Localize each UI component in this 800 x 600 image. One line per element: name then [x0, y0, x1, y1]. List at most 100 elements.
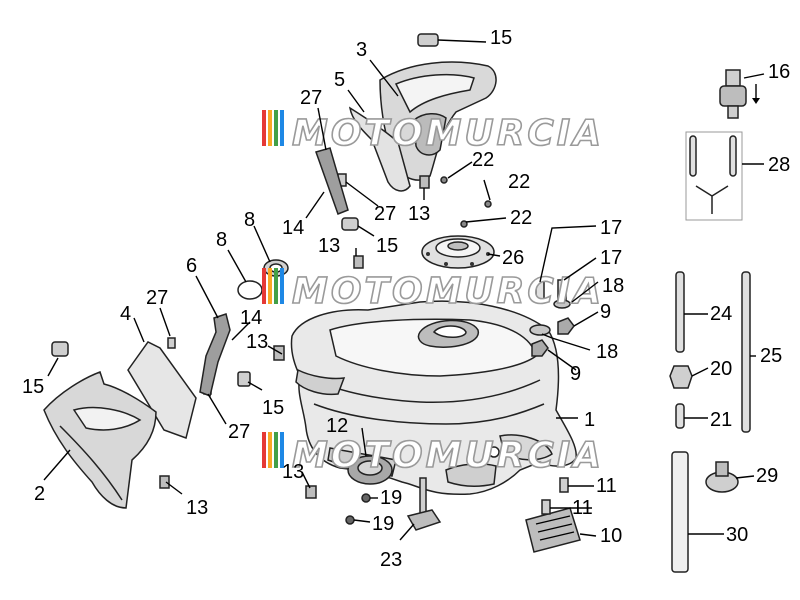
- callout-21: 21: [710, 409, 732, 431]
- wm-stripe: [262, 432, 266, 468]
- callout-17: 17: [600, 247, 622, 269]
- callout-15: 15: [22, 376, 44, 398]
- callout-16: 16: [768, 61, 790, 83]
- callout-3: 3: [356, 39, 367, 61]
- callout-14: 14: [240, 307, 262, 329]
- washer-18-b: [529, 324, 551, 336]
- callout-9: 9: [570, 363, 581, 385]
- callout-19: 19: [380, 487, 402, 509]
- part-1-fuel-tank: [290, 300, 577, 495]
- part-26-fuel-cap: [421, 235, 495, 269]
- callout-27: 27: [228, 421, 250, 443]
- wm-stripe: [262, 110, 266, 146]
- callout-15: 15: [262, 397, 284, 419]
- wm-stripe: [274, 268, 278, 304]
- screw-22-b: [484, 200, 492, 208]
- part-24-hose: [675, 271, 685, 353]
- bolt-15-mid: [341, 217, 359, 231]
- clip-13-d: [159, 475, 170, 489]
- spacer-11-b: [541, 499, 551, 515]
- callout-23: 23: [380, 549, 402, 571]
- wm-stripe: [280, 432, 284, 468]
- screw-22-c: [460, 220, 468, 228]
- washer-18-a: [553, 299, 571, 309]
- clip-13-b: [353, 255, 364, 269]
- callout-25: 25: [760, 345, 782, 367]
- bolt-15-top: [417, 33, 439, 47]
- callout-13: 13: [246, 331, 268, 353]
- part-30-hose: [671, 451, 689, 573]
- part-12-pump: [347, 455, 393, 485]
- part-6-bracket: [199, 313, 231, 398]
- clip-13-a: [419, 175, 430, 189]
- callout-11: 11: [572, 497, 593, 519]
- callout-30: 30: [726, 524, 748, 546]
- part-2-side-cover: [43, 371, 157, 509]
- callout-14: 14: [282, 217, 304, 239]
- callout-6: 6: [186, 255, 197, 277]
- part-3-upper-cover: [379, 61, 497, 181]
- watermark-text: MOTOMURCIA: [292, 435, 604, 476]
- callout-13: 13: [408, 203, 430, 225]
- screw-19-a: [361, 493, 371, 503]
- bolt-15-lower: [237, 371, 251, 387]
- watermark-bottom: MOTOMURCIA: [262, 432, 604, 477]
- watermark-middle: MOTOMURCIA: [262, 268, 602, 313]
- wm-stripe: [268, 110, 272, 146]
- part-25-hose: [741, 271, 751, 433]
- callout-10: 10: [600, 525, 622, 547]
- nut-9-a: [557, 317, 575, 335]
- callout-labels: 15 16 3 5 27 28 22 22 22 27 13 14 8 8 13…: [22, 27, 790, 571]
- callout-8: 8: [244, 209, 255, 231]
- callout-13: 13: [282, 461, 304, 483]
- wm-stripe: [268, 268, 272, 304]
- part-29-cap: [705, 461, 739, 493]
- callout-5: 5: [334, 69, 345, 91]
- callout-15: 15: [490, 27, 512, 49]
- callout-2: 2: [34, 483, 45, 505]
- callout-19: 19: [372, 513, 394, 535]
- callout-27: 27: [146, 287, 168, 309]
- callout-8: 8: [216, 229, 227, 251]
- callout-13: 13: [318, 235, 340, 257]
- callout-12: 12: [326, 415, 348, 437]
- spacer-11-a: [559, 477, 569, 493]
- screw-22-a: [440, 176, 448, 184]
- callout-22: 22: [510, 207, 532, 229]
- callout-27: 27: [300, 87, 322, 109]
- callout-22: 22: [472, 149, 494, 171]
- part-21-hose: [675, 403, 685, 429]
- nut-9-b: [531, 339, 549, 357]
- part-4-inner-panel: [127, 341, 197, 439]
- part-8-ring-a: [237, 280, 263, 300]
- callout-26: 26: [502, 247, 524, 269]
- watermark-text: MOTOMURCIA: [292, 113, 604, 154]
- callout-9: 9: [600, 301, 611, 323]
- callout-13: 13: [186, 497, 208, 519]
- callout-4: 4: [120, 303, 131, 325]
- callout-18: 18: [602, 275, 624, 297]
- callout-11: 11: [596, 475, 617, 497]
- bolt-15-left: [51, 341, 69, 357]
- callout-20: 20: [710, 358, 732, 380]
- part-20-fitting: [669, 365, 693, 389]
- callout-17: 17: [600, 217, 622, 239]
- wm-stripe: [274, 110, 278, 146]
- callout-29: 29: [756, 465, 778, 487]
- callout-24: 24: [710, 303, 732, 325]
- wm-stripe: [280, 268, 284, 304]
- callout-22: 22: [508, 171, 530, 193]
- callout-18: 18: [596, 341, 618, 363]
- clip-13-e: [305, 485, 317, 499]
- part-5-trim: [348, 106, 411, 192]
- wm-stripe: [274, 432, 278, 468]
- watermark-top: MOTOMURCIA: [262, 110, 604, 155]
- callout-15: 15: [376, 235, 398, 257]
- wm-stripe: [262, 268, 266, 304]
- screw-19-b: [345, 515, 355, 525]
- callout-1: 1: [584, 409, 595, 431]
- part-16-valve: [719, 69, 760, 119]
- screw-27-left: [167, 337, 176, 349]
- wm-stripe: [268, 432, 272, 468]
